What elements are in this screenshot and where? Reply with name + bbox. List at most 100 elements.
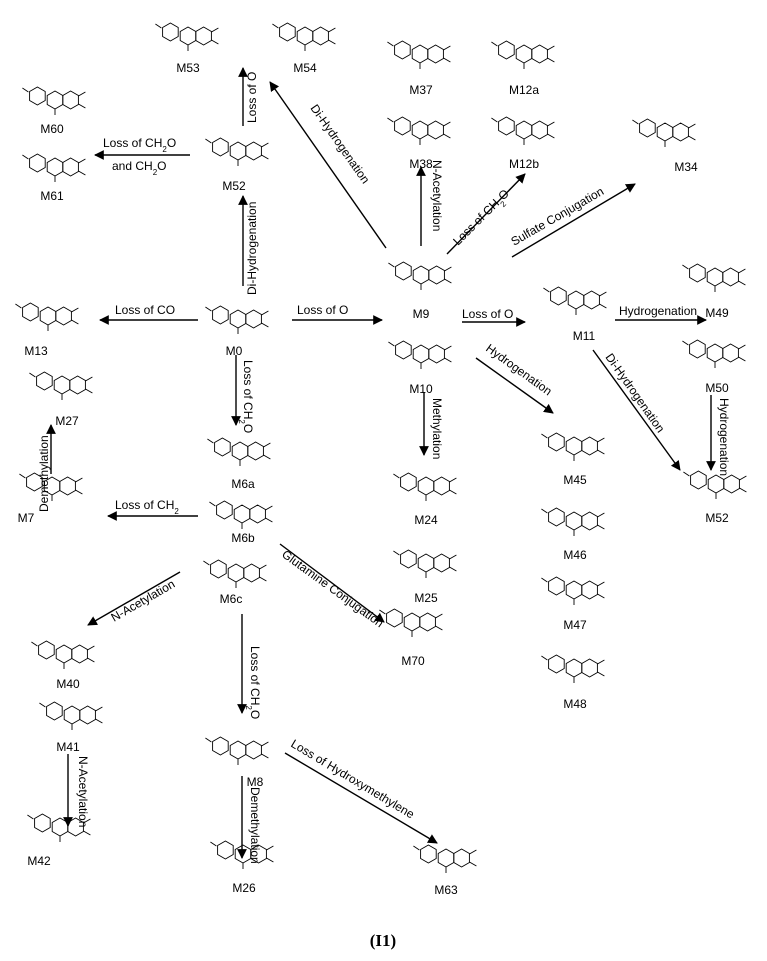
structure-m13 <box>15 302 79 331</box>
structure-ring <box>420 844 437 864</box>
structure-bond <box>597 437 605 443</box>
reaction-label-methylation: Methylation <box>430 398 444 459</box>
structure-bond <box>739 475 747 481</box>
structure-ring <box>690 470 707 490</box>
structure-ring <box>453 848 470 868</box>
structure-m63 <box>413 844 477 873</box>
structure-bond <box>210 841 217 847</box>
structure-bond <box>265 505 273 511</box>
structure-bond <box>261 322 269 328</box>
structure-bond <box>688 135 696 141</box>
compound-label-m27: M27 <box>55 414 79 428</box>
structure-bond <box>85 376 93 382</box>
structure-ring <box>548 432 565 452</box>
compound-label-m9: M9 <box>413 307 430 321</box>
structure-ring <box>55 644 73 664</box>
structure-ring <box>312 26 329 46</box>
structure-bond <box>597 593 605 599</box>
structure-bond <box>688 123 696 129</box>
structure-ring <box>212 305 229 325</box>
structure-m38 <box>387 116 451 145</box>
structure-ring <box>548 654 565 674</box>
structure-ring <box>243 563 260 583</box>
structure-bond <box>597 671 605 677</box>
structure-ring <box>229 141 247 161</box>
structure-bond <box>444 357 452 363</box>
structure-m12a <box>491 40 555 69</box>
compound-label-m40: M40 <box>56 677 80 691</box>
structure-bond <box>261 753 269 759</box>
structure-ring <box>71 644 88 664</box>
compound-label-m52-right: M52 <box>705 511 729 525</box>
structure-bond <box>547 45 555 51</box>
structure-bond <box>449 566 457 572</box>
structure-bond <box>491 41 498 47</box>
structure-ring <box>394 116 411 136</box>
reaction-label-dihydrogenation-m9: Di-Hydrogenation <box>308 102 373 187</box>
structure-bond <box>27 814 34 820</box>
structure-m6a <box>207 437 271 466</box>
structure-ring <box>29 153 46 173</box>
structure-ring <box>706 267 724 287</box>
structure-m12b <box>491 116 555 145</box>
structure-m52-right <box>683 470 747 499</box>
structure-ring <box>411 120 429 140</box>
arrow-m9-m12 <box>446 173 526 255</box>
arrow-m9-m53 <box>269 81 387 249</box>
structure-m48 <box>541 654 605 683</box>
structure-bond <box>272 23 279 29</box>
compound-label-m60: M60 <box>40 122 64 136</box>
structure-ring <box>548 576 565 596</box>
structure-bond <box>209 501 216 507</box>
reaction-label-loss-of-o-m9: Loss of O <box>462 307 513 321</box>
structure-m49 <box>682 263 746 292</box>
structure-m60 <box>22 86 86 115</box>
arrow-m6b-m70 <box>279 543 385 623</box>
structure-m45 <box>541 432 605 461</box>
structure-bond <box>155 23 162 29</box>
structure-ring <box>26 472 43 492</box>
structure-bond <box>31 641 38 647</box>
reaction-arrows <box>46 67 716 859</box>
structure-bond <box>541 577 548 583</box>
structure-bond <box>22 87 29 93</box>
structure-bond <box>599 291 607 297</box>
structure-ring <box>581 580 598 600</box>
reaction-label-nacetylation-m41: N-Acetylation <box>76 756 90 827</box>
structure-ring <box>395 261 412 281</box>
structure-ring <box>565 436 583 456</box>
structure-ring <box>245 309 262 329</box>
reaction-label-dihydrogenation-m11: Di-Hydrogenation <box>603 351 668 436</box>
structure-bond <box>541 655 548 661</box>
structure-bond <box>547 57 555 63</box>
structure-ring <box>419 612 436 632</box>
structure-m24 <box>393 472 457 501</box>
reaction-label-hydrogenation-m10: Hydrogenation <box>483 341 554 398</box>
structure-bond <box>75 489 83 495</box>
structure-ring <box>581 658 598 678</box>
structure-ring <box>216 500 233 520</box>
structure-bond <box>435 613 443 619</box>
structure-ring <box>279 22 296 42</box>
structure-bond <box>543 287 550 293</box>
structure-m7 <box>19 472 83 501</box>
structure-bond <box>87 657 95 663</box>
arrow-m10-m45 <box>475 357 554 414</box>
compound-label-m63: M63 <box>434 883 458 897</box>
structure-ring <box>63 705 81 725</box>
compound-label-m13: M13 <box>24 344 48 358</box>
reaction-label-nacetylation-m9: N-Acetylation <box>430 160 444 231</box>
structure-bond <box>87 645 95 651</box>
structure-bond <box>78 103 86 109</box>
structure-bond <box>211 27 219 33</box>
reaction-label-hydrogenation-m11: Hydrogenation <box>619 304 697 318</box>
structure-ring <box>62 157 79 177</box>
compound-label-m8: M8 <box>247 775 264 789</box>
structure-m27 <box>29 371 93 400</box>
structure-ring <box>723 474 740 494</box>
arrow-m11-m52 <box>592 349 681 471</box>
structure-ring <box>550 286 567 306</box>
figure-caption: (I1) <box>370 931 396 950</box>
reaction-label-nacetylation-m6b: N-Acetylation <box>109 577 178 625</box>
structure-ring <box>212 736 229 756</box>
